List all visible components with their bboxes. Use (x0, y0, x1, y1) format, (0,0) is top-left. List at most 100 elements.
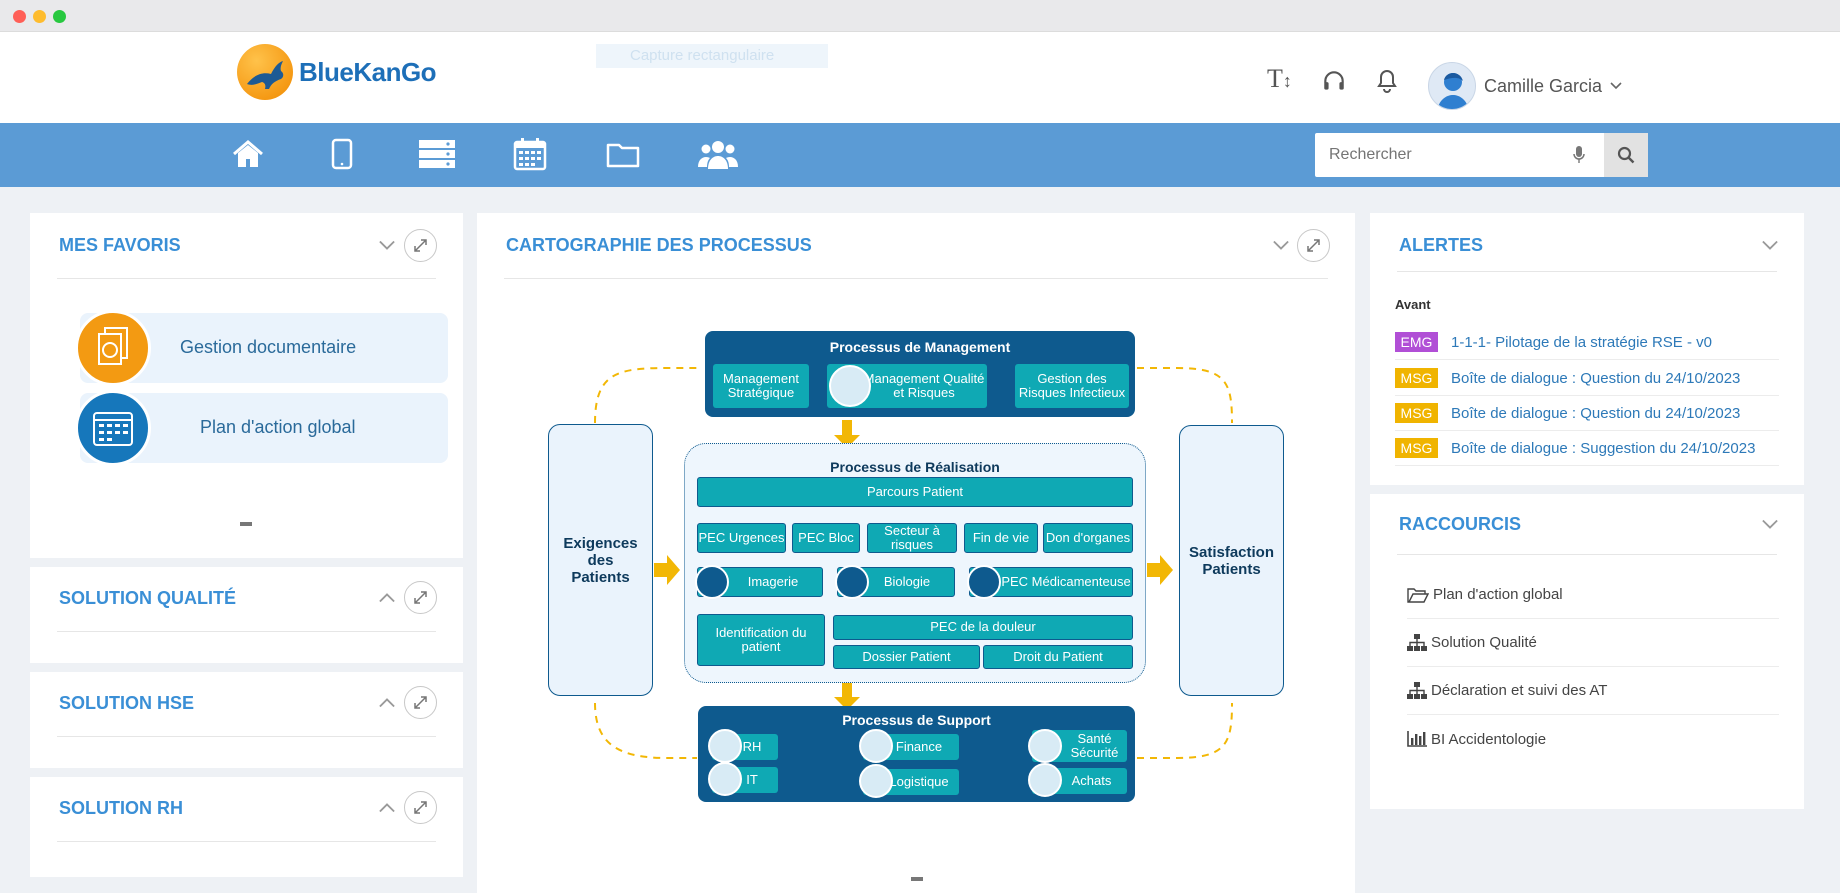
sitemap-icon (1407, 633, 1427, 651)
shortcut-label: Solution Qualité (1431, 634, 1537, 651)
favorite-item[interactable]: Gestion documentaire (75, 310, 448, 386)
chevron-up-icon[interactable] (379, 695, 395, 711)
medication-icon (967, 565, 1001, 599)
chevron-down-icon[interactable] (1762, 516, 1778, 532)
home-icon[interactable] (231, 137, 265, 171)
safety-icon (1028, 729, 1062, 763)
expand-icon (414, 696, 427, 709)
brain-icon (695, 565, 729, 599)
alerts-section-label: Avant (1395, 297, 1431, 312)
process-map: Processus de Management Management Strat… (477, 213, 1355, 893)
search-icon (1617, 146, 1635, 164)
alert-item[interactable]: MSG Boîte de dialogue : Suggestion du 24… (1395, 431, 1779, 466)
process-pec-douleur[interactable]: PEC de la douleur (833, 615, 1133, 640)
alert-text: 1-1-1- Pilotage de la stratégie RSE - v0 (1451, 333, 1712, 351)
panel-title: ALERTES (1399, 235, 1484, 255)
panel-title: RACCOURCIS (1399, 514, 1522, 534)
expand-button[interactable] (1297, 229, 1330, 262)
shortcut-item[interactable]: Solution Qualité (1407, 619, 1779, 667)
process-fin-de-vie[interactable]: Fin de vie (964, 523, 1038, 553)
chevron-down-icon[interactable] (1762, 237, 1778, 253)
dashed-flow-lines (594, 367, 1233, 759)
process-don-organes[interactable]: Don d'organes (1043, 523, 1133, 553)
process-secteur-risques[interactable]: Secteur à risques (867, 523, 957, 553)
expand-icon (1307, 239, 1320, 252)
user-name: Camille Garcia (1484, 75, 1603, 96)
alert-item[interactable]: EMG 1-1-1- Pilotage de la stratégie RSE … (1395, 325, 1779, 360)
resize-handle[interactable] (240, 522, 252, 526)
process-dossier-patient[interactable]: Dossier Patient (833, 645, 980, 669)
expand-button[interactable] (404, 229, 437, 262)
search-button[interactable] (1604, 133, 1648, 177)
resize-handle[interactable] (911, 877, 923, 881)
users-icon[interactable] (698, 137, 738, 171)
alert-item[interactable]: MSG Boîte de dialogue : Question du 24/1… (1395, 396, 1779, 431)
expand-button[interactable] (404, 581, 437, 614)
folder-icon[interactable] (606, 137, 640, 171)
org-chart-icon (708, 729, 742, 763)
close-window-button[interactable] (13, 10, 26, 23)
favorite-item[interactable]: Plan d'action global (75, 390, 448, 466)
server-icon[interactable] (418, 137, 456, 171)
cartographie-panel: CARTOGRAPHIE DES PROCESSUS Processus de … (477, 213, 1355, 893)
panel-title: SOLUTION HSE (59, 693, 195, 713)
solution-qualite-panel: SOLUTION QUALITÉ (30, 567, 463, 663)
alert-badge: MSG (1395, 438, 1438, 458)
chevron-up-icon[interactable] (379, 800, 395, 816)
documents-icon (75, 310, 151, 386)
kangaroo-logo-icon (237, 44, 293, 100)
bluekango-logo[interactable]: BlueKanGo (237, 44, 437, 100)
exigences-patients-box[interactable]: Exigences des Patients (548, 424, 653, 696)
satisfaction-patients-box[interactable]: Satisfaction Patients (1179, 425, 1284, 696)
search-input[interactable] (1315, 133, 1595, 177)
headset-icon[interactable] (1321, 68, 1347, 99)
shortcut-label: Déclaration et suivi des AT (1431, 682, 1608, 699)
favoris-panel: MES FAVORIS Gestion documentaire Plan d'… (30, 213, 463, 558)
process-identification-patient[interactable]: Identification du patient (697, 614, 825, 666)
process-parcours-patient[interactable]: Parcours Patient (697, 477, 1133, 507)
expand-button[interactable] (404, 791, 437, 824)
expand-button[interactable] (404, 686, 437, 719)
chevron-down-icon[interactable] (379, 237, 395, 253)
alertes-panel: ALERTES Avant EMG 1-1-1- Pilotage de la … (1370, 213, 1804, 485)
calendar-plan-icon (75, 390, 151, 466)
realisation-title: Processus de Réalisation (830, 459, 1000, 475)
main-navbar (0, 123, 1840, 187)
bell-icon[interactable] (1375, 68, 1399, 99)
alert-text: Boîte de dialogue : Suggestion du 24/10/… (1451, 439, 1756, 457)
panel-title: MES FAVORIS (59, 235, 181, 255)
process-droit-patient[interactable]: Droit du Patient (983, 645, 1133, 669)
process-gestion-risques[interactable]: Gestion des Risques Infectieux (1015, 364, 1129, 408)
sitemap-icon (1407, 681, 1427, 699)
process-pec-urgences[interactable]: PEC Urgences (697, 523, 786, 553)
maximize-window-button[interactable] (53, 10, 66, 23)
alert-text: Boîte de dialogue : Question du 24/10/20… (1451, 404, 1741, 422)
shortcut-label: Plan d'action global (1433, 586, 1563, 603)
solution-hse-panel: SOLUTION HSE (30, 672, 463, 768)
panel-title: SOLUTION QUALITÉ (59, 588, 236, 608)
finance-icon (859, 729, 893, 763)
support-title: Processus de Support (842, 712, 991, 728)
chevron-down-icon[interactable] (1273, 237, 1289, 253)
alert-badge: MSG (1395, 368, 1438, 388)
shortcut-item[interactable]: Déclaration et suivi des AT (1407, 667, 1779, 715)
shortcut-item[interactable]: BI Accidentologie (1407, 715, 1779, 763)
process-pec-bloc[interactable]: PEC Bloc (792, 523, 860, 553)
process-management-strategique[interactable]: Management Stratégique (713, 364, 809, 408)
folder-open-icon (1407, 587, 1429, 603)
chevron-up-icon[interactable] (379, 590, 395, 606)
panel-title: SOLUTION RH (59, 798, 183, 818)
clipboard-icon (829, 365, 871, 407)
favorite-label: Gestion documentaire (180, 337, 357, 357)
alert-text: Boîte de dialogue : Question du 24/10/20… (1451, 369, 1741, 387)
alert-item[interactable]: MSG Boîte de dialogue : Question du 24/1… (1395, 361, 1779, 396)
tablet-icon[interactable] (325, 137, 359, 171)
minimize-window-button[interactable] (33, 10, 46, 23)
search-box (1315, 133, 1648, 177)
microphone-icon[interactable] (1573, 146, 1585, 164)
expand-icon (414, 591, 427, 604)
text-size-icon[interactable]: T↕ (1267, 64, 1292, 93)
user-menu[interactable]: Camille Garcia (1428, 62, 1622, 110)
shortcut-item[interactable]: Plan d'action global (1407, 571, 1779, 619)
calendar-icon[interactable] (513, 137, 547, 171)
